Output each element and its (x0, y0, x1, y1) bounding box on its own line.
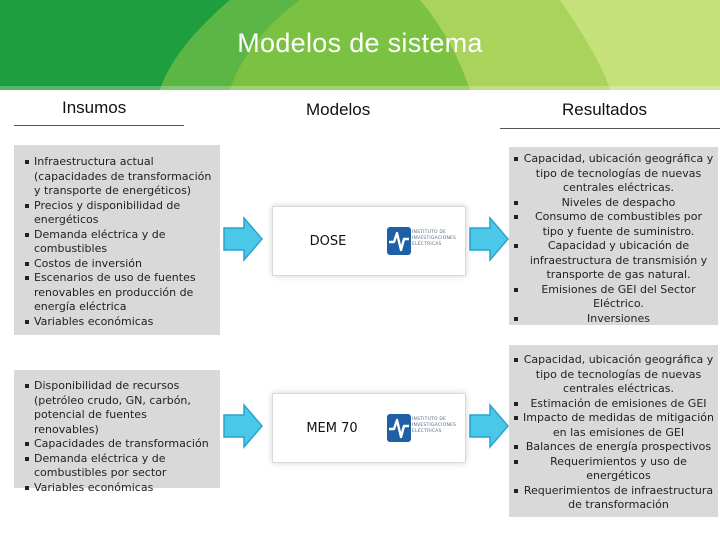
resultados-box-dose: Capacidad, ubicación geográfica y tipo d… (509, 147, 718, 325)
column-header-modelos: Modelos (306, 100, 371, 119)
insumos-box-dose: Infraestructura actual (capacidades de t… (14, 145, 220, 335)
list-item: Escenarios de uso de fuentes renovables … (24, 271, 214, 315)
arrow-right-icon (469, 216, 509, 262)
model-box-dose: DOSE (272, 206, 466, 276)
list-item: Precios y disponibilidad de energéticos (24, 199, 214, 228)
iie-logo: INSTITUTO DE INVESTIGACIONES ELÉCTRICAS (386, 226, 470, 258)
list-item: Emisiones de GEI del Sector Eléctrico. (513, 283, 714, 312)
resultados-box-mem70: Capacidad, ubicación geográfica y tipo d… (509, 345, 718, 517)
list-item: Consumo de combustibles por tipo y fuent… (513, 210, 714, 239)
logo-icon (387, 414, 411, 442)
list-item: Variables económicas (24, 481, 214, 496)
iie-logo: INSTITUTO DE INVESTIGACIONES ELÉCTRICAS (386, 413, 470, 445)
list-item: Disponibilidad de recursos (petróleo cru… (24, 379, 214, 437)
column-header-insumos: Insumos (62, 98, 127, 117)
arrow-right-icon (223, 403, 263, 449)
list-item: Demanda eléctrica y de combustibles (24, 228, 214, 257)
model-label: MEM 70 (273, 394, 391, 462)
list-item: Costos de inversión (24, 257, 214, 272)
list-item: Capacidad, ubicación geográfica y tipo d… (513, 353, 714, 397)
list-item: Requerimientos de infraestructura de tra… (513, 484, 714, 513)
list-item: Requerimientos y uso de energéticos (513, 455, 714, 484)
insumos-underline (14, 125, 184, 126)
insumos-box-mem70: Disponibilidad de recursos (petróleo cru… (14, 370, 220, 494)
list-item: Demanda eléctrica y de combustibles por … (24, 452, 214, 481)
page-title: Modelos de sistema (237, 28, 483, 58)
list-item: Inversiones (513, 312, 714, 327)
model-name: MEM 70 (306, 420, 358, 436)
list-item: Niveles de despacho (513, 196, 714, 211)
model-box-mem70: MEM 70 (272, 393, 466, 463)
list-item: Impacto de medidas de mitigación en las … (513, 411, 714, 440)
arrow-right-icon (469, 403, 509, 449)
list-item: Capacidad, ubicación geográfica y tipo d… (513, 152, 714, 196)
model-name: DOSE (309, 233, 347, 249)
column-header-resultados: Resultados (562, 100, 648, 119)
list-item: Capacidades de transformación (24, 437, 214, 452)
header-banner (0, 0, 720, 90)
logo-text: INSTITUTO DE INVESTIGACIONES ELÉCTRICAS (412, 230, 457, 247)
list-item: Balances de energía prospectivos (513, 440, 714, 455)
arrow-right-icon (223, 216, 263, 262)
list-item: Infraestructura actual (capacidades de t… (24, 155, 214, 199)
model-label: DOSE (273, 207, 383, 275)
list-item: Capacidad y ubicación de infraestructura… (513, 239, 714, 283)
logo-icon (387, 227, 411, 255)
list-item: Variables económicas (24, 315, 214, 330)
logo-text: INSTITUTO DE INVESTIGACIONES ELÉCTRICAS (412, 417, 457, 434)
resultados-underline (500, 128, 720, 129)
list-item: Estimación de emisiones de GEI (513, 397, 714, 412)
